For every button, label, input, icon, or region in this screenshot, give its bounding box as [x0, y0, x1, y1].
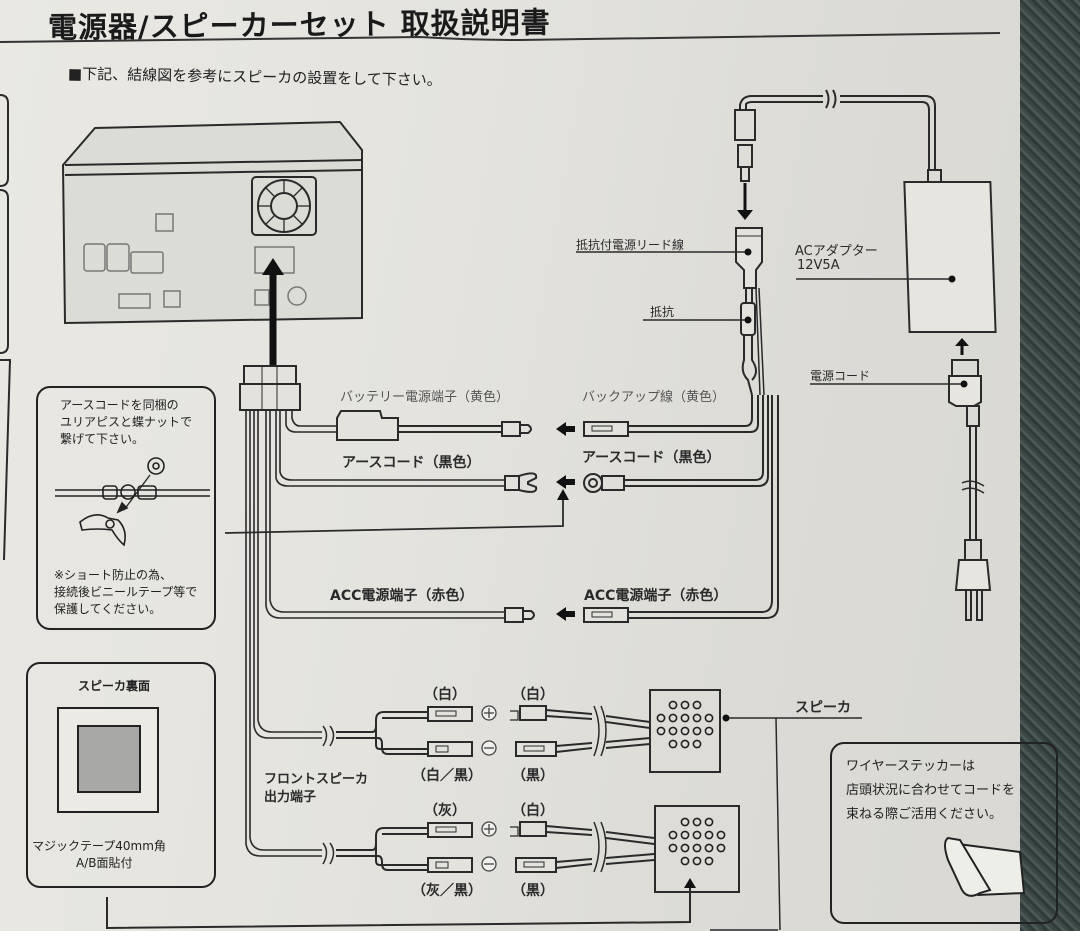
- pair2-minus-left-color: （灰／黒）: [412, 883, 482, 899]
- speaker-grille-hole: [668, 739, 678, 749]
- earth-note-box: [36, 386, 216, 630]
- earth-connection-illustration: [55, 457, 210, 547]
- earth-note-line-1: アースコードを同梱の: [60, 398, 179, 412]
- pair1-minus-right-color: （黒）: [512, 768, 554, 784]
- speaker-grille-hole: [716, 843, 726, 853]
- pair2-minus-right-color: （黒）: [512, 883, 554, 899]
- wire-sticker-box: [830, 742, 1058, 924]
- speaker-grille-hole: [692, 713, 702, 723]
- earth-note-line-2: ユリアピスと蝶ナットで: [60, 415, 193, 429]
- harness-connector: [239, 365, 301, 411]
- wire-sticker-line-1: ワイヤーステッカーは: [846, 759, 975, 774]
- cutoff-box-2: [0, 189, 9, 354]
- speaker-1: [649, 689, 721, 773]
- power-cord: [948, 359, 992, 621]
- speaker-back-box: [26, 662, 216, 888]
- speaker-back-caption-2: A/B面貼付: [76, 856, 133, 870]
- speaker-grille-hole: [704, 843, 714, 853]
- label-acc-terminal-right: ACC電源端子（赤色）: [584, 588, 728, 604]
- speaker-grille-hole: [668, 843, 678, 853]
- wire-sticker-illustration: [944, 836, 1026, 897]
- speaker-grille-hole: [704, 817, 714, 827]
- speaker-grille-hole: [680, 713, 690, 723]
- speaker-grille-hole: [668, 830, 678, 840]
- ac-adapter: [903, 181, 997, 333]
- label-ac-adapter-rating: 12V5A: [797, 258, 840, 273]
- speaker-grille-hole: [680, 830, 690, 840]
- label-earth-cord-right: アースコード（黒色）: [582, 450, 721, 466]
- earth-note-line-3: 繋げて下さい。: [60, 432, 145, 446]
- acc-terminal-right: [583, 395, 779, 623]
- speaker-grille-hole: [704, 830, 714, 840]
- label-front-speaker-output-1: フロントスピーカ: [264, 772, 369, 787]
- earth-note-warning-1: ※ショート防止の為、: [54, 568, 173, 582]
- speaker-grille-hole: [692, 700, 702, 710]
- speaker-grille-hole: [692, 856, 702, 866]
- label-resistor: 抵抗: [650, 305, 675, 319]
- cutoff-box-3: [0, 359, 12, 561]
- earth-ring-terminal: [583, 395, 769, 493]
- battery-terminal: [336, 410, 532, 441]
- pair2-plus-right-color: （白）: [512, 803, 554, 819]
- pair1-plus-left-color: （白）: [424, 687, 466, 703]
- speaker-grille-hole: [680, 739, 690, 749]
- label-earth-cord-left: アースコード（黒色）: [342, 455, 481, 471]
- label-speaker: スピーカ: [795, 700, 851, 716]
- fan-vent: [251, 176, 317, 236]
- speaker-grille-hole: [704, 856, 714, 866]
- cutoff-box-1: [0, 94, 9, 187]
- pair1-minus-left-color: （白／黒）: [412, 768, 482, 784]
- speaker-grille-hole: [692, 726, 702, 736]
- magic-tape-illustration: [57, 707, 159, 813]
- earth-note-warning-2: 接続後ビニールテープ等で: [54, 585, 198, 599]
- wire-sticker-line-3: 束ねる際ご活用ください。: [846, 807, 1003, 822]
- speaker-back-title: スピーカ裏面: [78, 679, 151, 693]
- speaker-grille-hole: [680, 817, 690, 827]
- speaker-grille-hole: [668, 726, 678, 736]
- pair2-plus-left-color: （灰）: [424, 803, 466, 819]
- speaker-grille-hole: [692, 817, 702, 827]
- label-front-speaker-output-2: 出力端子: [264, 790, 317, 805]
- label-ac-adapter: ACアダプター: [795, 244, 878, 259]
- power-unit-device: [61, 120, 363, 325]
- label-power-cord: 電源コード: [810, 369, 871, 383]
- speaker-grille-hole: [704, 713, 714, 723]
- acc-plug-left: [504, 607, 535, 623]
- backup-wire-terminal: [583, 395, 759, 437]
- earth-note-warning-3: 保護してください。: [54, 602, 162, 616]
- speaker-grille-hole: [692, 830, 702, 840]
- speaker-grille-hole: [692, 843, 702, 853]
- label-battery-terminal: バッテリー電源端子（黄色）: [340, 390, 510, 405]
- speaker-grille-hole: [656, 713, 666, 723]
- speaker-grille-hole: [680, 726, 690, 736]
- speaker-back-caption-1: マジックテープ40mm角: [32, 839, 166, 853]
- speaker-grille-hole: [680, 700, 690, 710]
- dc-plug: [734, 89, 942, 220]
- speaker-pair-2-wiring: [322, 821, 655, 873]
- speaker-grille-hole: [716, 830, 726, 840]
- pair1-plus-right-color: （白）: [512, 687, 554, 703]
- speaker-grille-hole: [668, 713, 678, 723]
- label-resistor-lead: 抵抗付電源リード線: [576, 238, 685, 252]
- speaker-pair-1-wiring: [322, 705, 651, 757]
- speaker-grille-hole: [680, 843, 690, 853]
- wire-sticker-line-2: 店頭状況に合わせてコードを: [846, 783, 1016, 798]
- speaker-grille-hole: [656, 726, 666, 736]
- speaker-grille-hole: [668, 700, 678, 710]
- background-fabric: [1020, 0, 1080, 931]
- label-acc-terminal-left: ACC電源端子（赤色）: [330, 588, 474, 604]
- speaker-grille-hole: [680, 856, 690, 866]
- speaker-grille-hole: [692, 739, 702, 749]
- speaker-grille-hole: [704, 726, 714, 736]
- earth-fork-terminal: [504, 472, 538, 493]
- label-backup-wire: バックアップ線（黄色）: [582, 390, 726, 405]
